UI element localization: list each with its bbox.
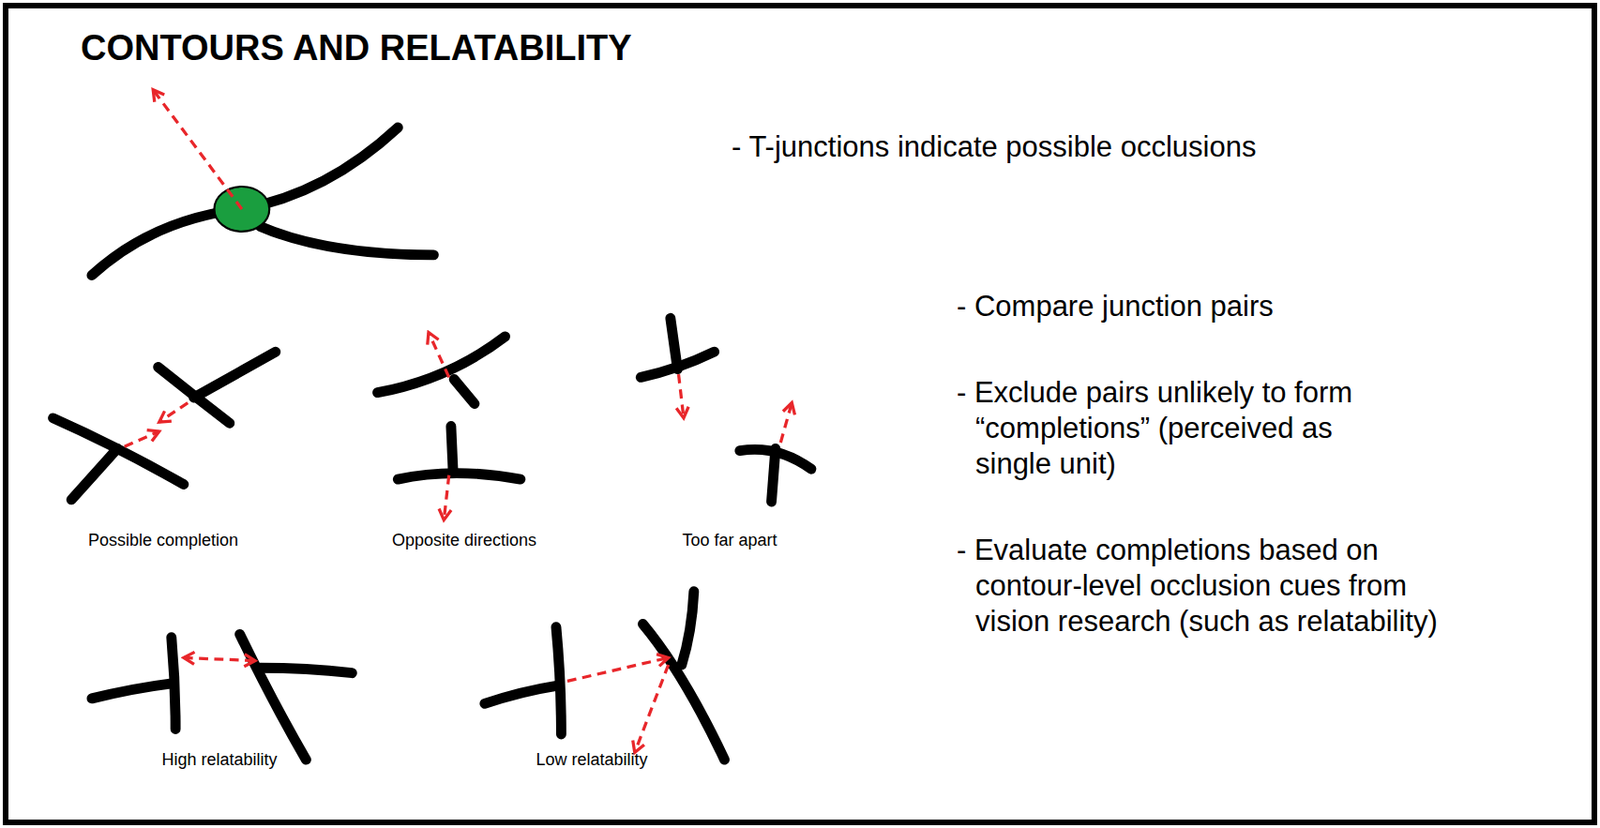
figure-caption: Too far apart — [681, 530, 777, 551]
note-text: - Exclude pairs unlikely to form “comple… — [956, 375, 1417, 483]
note-text: - Compare junction pairs — [956, 288, 1274, 325]
figure-caption: High relatability — [161, 750, 277, 770]
note-text: - T-junctions indicate possible occlusio… — [731, 129, 1256, 166]
note-text: - Evaluate completions based on contour-… — [956, 532, 1482, 640]
diagram-title: CONTOURS AND RELATABILITY — [80, 28, 633, 69]
figure-caption: Opposite directions — [392, 530, 537, 551]
figure-caption: Possible completion — [88, 530, 239, 551]
figure-caption: Low relatability — [535, 750, 648, 770]
